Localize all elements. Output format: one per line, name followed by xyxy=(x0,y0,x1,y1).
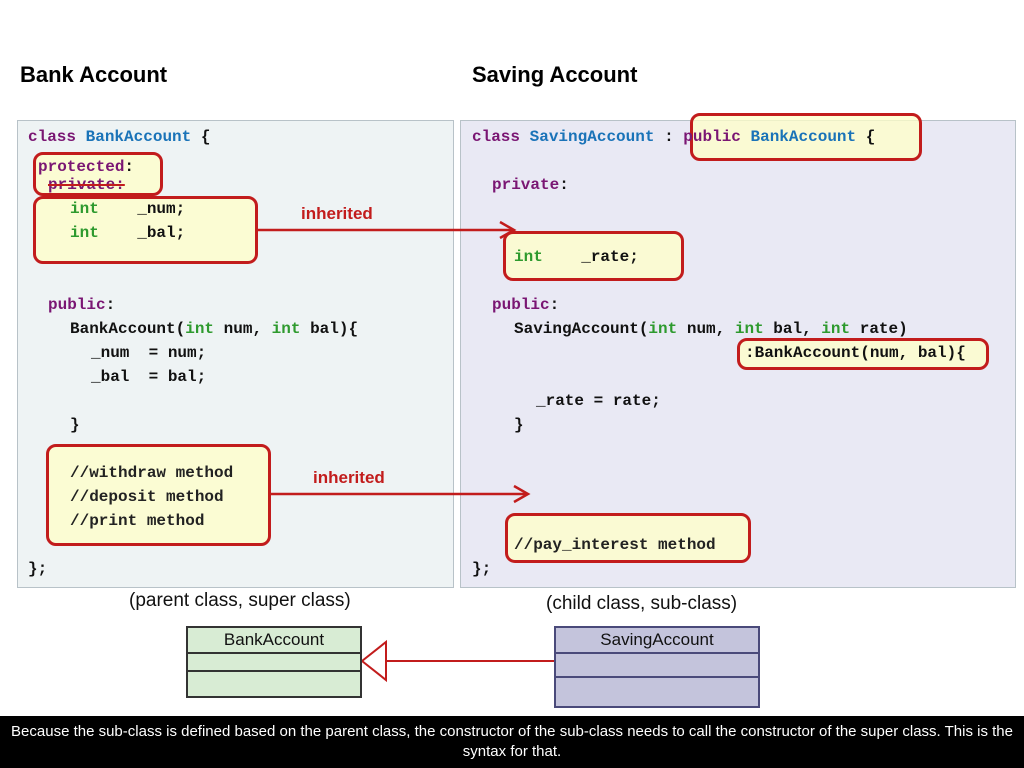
left-line-body2: _bal = bal; xyxy=(91,368,207,386)
right-line-close-brace: } xyxy=(514,416,524,434)
uml-bank-account-attributes xyxy=(188,654,360,672)
footer-note: Because the sub-class is defined based o… xyxy=(0,716,1024,768)
inherited-attributes-highlight xyxy=(33,196,258,264)
base-constructor-call-highlight xyxy=(737,338,989,370)
inherited-attributes-arrow xyxy=(258,220,517,240)
left-line-private-struck: private: xyxy=(48,176,125,194)
uml-saving-account-methods xyxy=(556,678,758,706)
uml-saving-account-name: SavingAccount xyxy=(556,628,758,654)
left-line-protected: protected: xyxy=(38,158,135,176)
left-line-print: //print method xyxy=(70,512,205,530)
left-line-end: }; xyxy=(28,560,48,578)
left-line-withdraw: //withdraw method xyxy=(70,464,234,482)
left-line-bal: int _bal; xyxy=(70,224,186,242)
uml-bank-account-name: BankAccount xyxy=(188,628,360,654)
right-line-body: _rate = rate; xyxy=(536,392,661,410)
right-line-rate: int _rate; xyxy=(514,248,639,266)
bank-account-heading: Bank Account xyxy=(20,62,168,87)
inherited-label-bottom: inherited xyxy=(313,468,385,487)
inherited-methods-highlight xyxy=(46,444,271,546)
left-line-constructor: BankAccount(int num, int bal){ xyxy=(70,320,359,338)
uml-bank-account-box: BankAccount xyxy=(186,626,362,698)
right-line-end: }; xyxy=(472,560,492,578)
left-line-class: class BankAccount { xyxy=(28,128,211,146)
child-class-caption: (child class, sub-class) xyxy=(546,593,738,614)
left-line-num: int _num; xyxy=(70,200,186,218)
right-line-class: class SavingAccount : public BankAccount… xyxy=(472,128,876,146)
saving-account-heading: Saving Account xyxy=(472,62,638,87)
parent-class-caption: (parent class, super class) xyxy=(129,590,351,611)
uml-generalization-arrow xyxy=(360,639,556,683)
uml-bank-account-methods xyxy=(188,672,360,696)
inheritance-syntax-highlight xyxy=(690,113,922,161)
left-line-body1: _num = num; xyxy=(91,344,207,362)
right-line-private: private: xyxy=(492,176,569,194)
uml-saving-account-attributes xyxy=(556,654,758,678)
rate-attribute-highlight xyxy=(503,231,684,281)
right-line-base-call: :BankAccount(num, bal){ xyxy=(745,344,966,362)
left-line-public: public: xyxy=(48,296,116,314)
right-line-pay-interest: //pay_interest method xyxy=(514,536,716,554)
inherited-label-top: inherited xyxy=(301,204,373,223)
right-line-constructor: SavingAccount(int num, int bal, int rate… xyxy=(514,320,908,338)
uml-saving-account-box: SavingAccount xyxy=(554,626,760,708)
right-line-public: public: xyxy=(492,296,560,314)
left-line-close-brace: } xyxy=(70,416,80,434)
protected-highlight xyxy=(33,152,163,196)
left-line-deposit: //deposit method xyxy=(70,488,224,506)
pay-interest-highlight xyxy=(505,513,751,563)
inherited-methods-arrow xyxy=(271,484,531,504)
